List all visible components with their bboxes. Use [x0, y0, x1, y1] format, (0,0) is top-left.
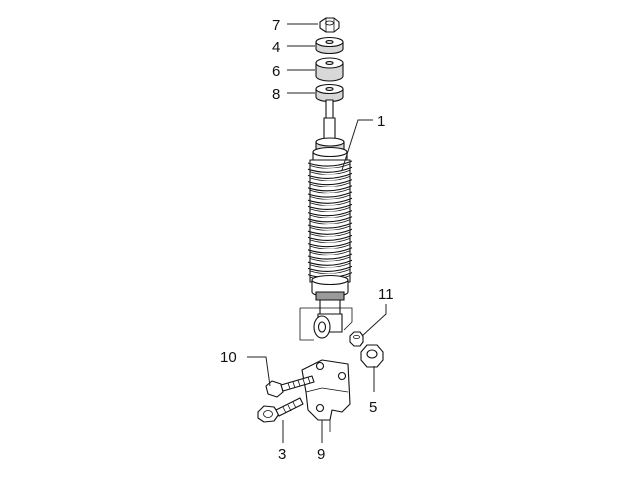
washer-4 [315, 36, 344, 55]
spring-coil [307, 203, 353, 210]
shock-absorber-1 [299, 99, 353, 341]
washer-8 [315, 83, 344, 103]
spring-coil [307, 216, 353, 223]
spring-coil [307, 228, 353, 235]
bolt-10 [265, 375, 315, 398]
spring-coil [307, 160, 353, 167]
callout-10: 10 [220, 349, 237, 366]
spring-coils [307, 160, 353, 281]
callout-5: 5 [369, 399, 377, 416]
spring-coil [307, 179, 353, 186]
callout-4: 4 [272, 39, 280, 56]
spring-coil [307, 222, 353, 229]
spring-coil [307, 241, 353, 248]
spring-coil [307, 247, 353, 254]
spring-coil [307, 234, 353, 241]
spring-coil [307, 210, 353, 217]
spring-coil [307, 259, 353, 266]
nut-5 [360, 344, 384, 368]
spring-coil [307, 185, 353, 192]
spring-coil [307, 191, 353, 198]
callout-1: 1 [377, 113, 385, 130]
spring-coil [307, 166, 353, 173]
callout-7: 7 [272, 17, 280, 34]
leader-lines [247, 23, 387, 443]
callout-8: 8 [272, 86, 280, 103]
bracket-9 [301, 359, 351, 432]
spring-coil [307, 253, 353, 260]
spring-coil [307, 265, 353, 272]
bushing-6 [315, 57, 344, 82]
bolt-3 [257, 397, 304, 423]
nut-11 [349, 331, 364, 347]
nut-7 [319, 17, 340, 33]
callout-3: 3 [278, 446, 286, 463]
callout-9: 9 [317, 446, 325, 463]
spring-coil [307, 172, 353, 179]
callout-11: 11 [378, 286, 394, 303]
spring-coil [307, 197, 353, 204]
callout-6: 6 [272, 63, 280, 80]
